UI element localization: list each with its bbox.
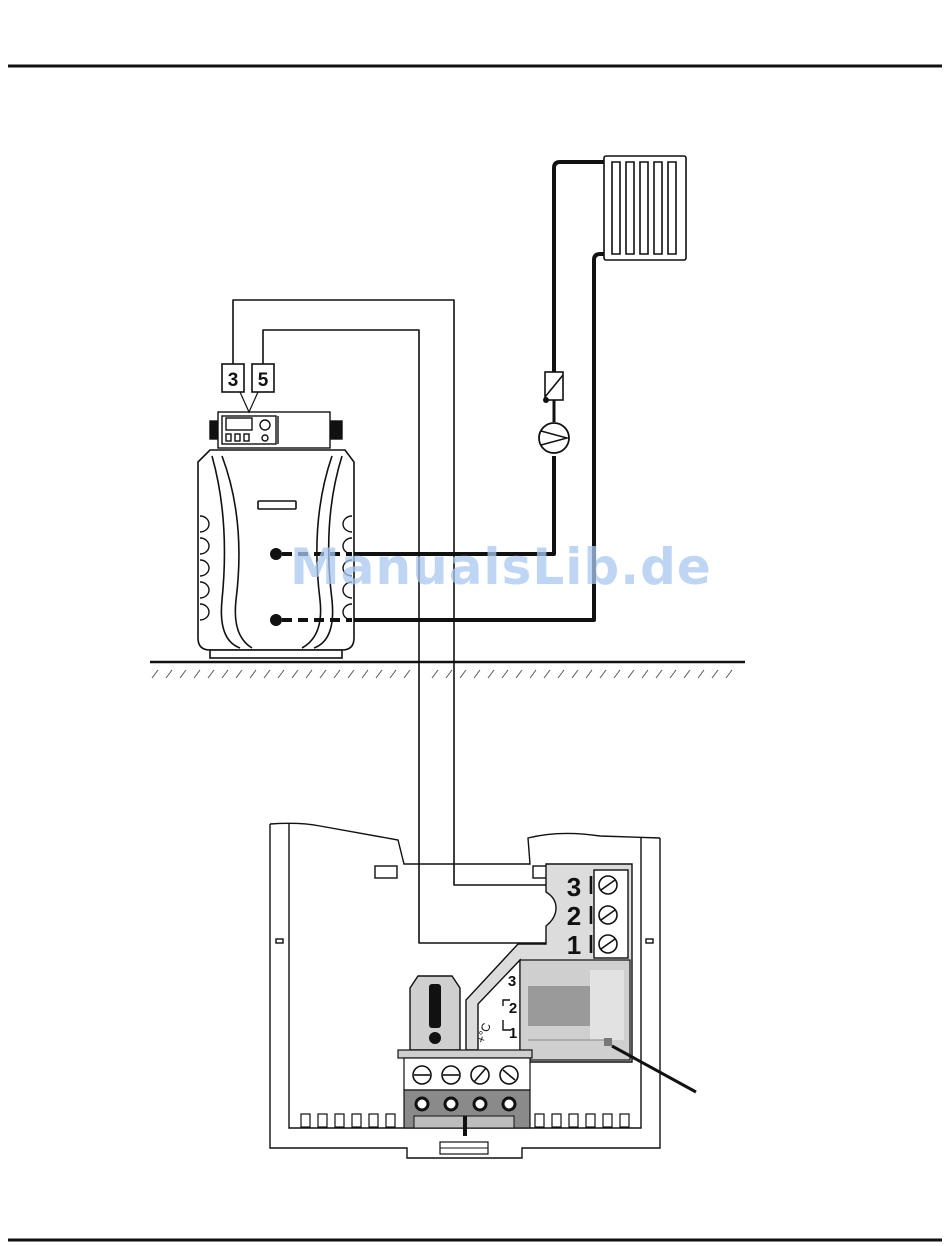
flow-pipe-lower (352, 456, 554, 554)
relay-label-2: 2 (509, 1000, 517, 1017)
terminal-label-2: 2 (567, 901, 581, 931)
connection-label-text-5: 5 (258, 370, 269, 391)
heating-pipes (352, 162, 604, 620)
relay-pointer-line (612, 1046, 696, 1092)
exclamation-icon (429, 984, 441, 1028)
circulation-pump (539, 423, 569, 453)
ground-line (150, 662, 745, 678)
terminal-screws (599, 876, 617, 953)
label-pointer (240, 392, 258, 412)
radiator (604, 156, 686, 260)
flow-pipe (554, 162, 604, 372)
warning-tag (410, 976, 460, 1050)
relay-label-3: 3 (508, 973, 516, 990)
relay (520, 960, 630, 1060)
relay-label-1: 1 (509, 1025, 517, 1042)
non-return-valve (543, 372, 563, 422)
terminal-label-3: 3 (567, 872, 581, 902)
connection-label-text-3: 3 (228, 370, 239, 391)
control-panel (210, 412, 342, 448)
terminal-label-1: 1 (567, 930, 581, 960)
